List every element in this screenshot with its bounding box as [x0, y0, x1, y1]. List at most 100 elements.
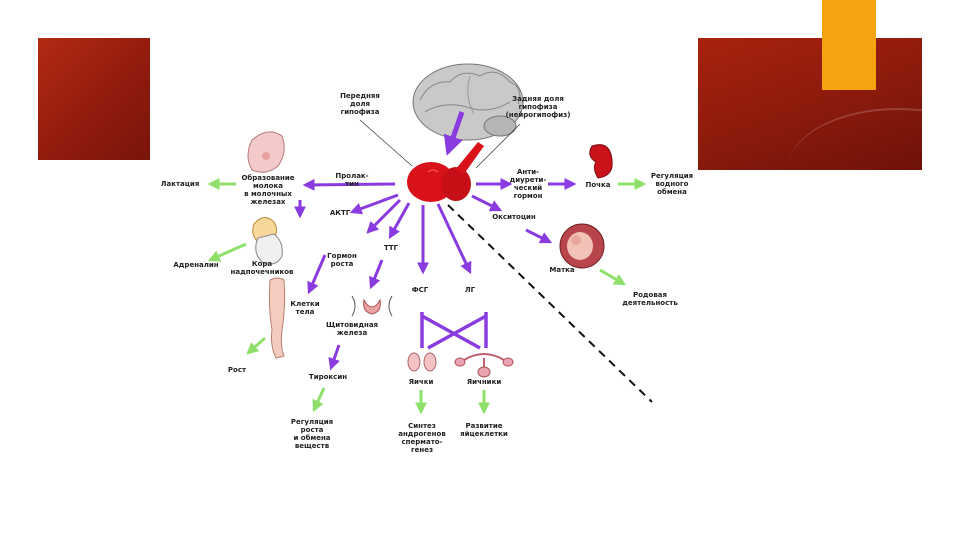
label-line: ФСГ	[412, 286, 429, 294]
label-actg: АКТГ	[330, 209, 351, 217]
growth-arrow	[246, 336, 266, 355]
label-ovaries: Яичники	[467, 378, 502, 386]
label-line: Матка	[549, 266, 574, 274]
label-adrenalin: Адреналин	[173, 261, 218, 269]
breast-icon	[247, 131, 285, 173]
label-line: Задняя доля	[512, 95, 564, 103]
label-line: генез	[411, 446, 433, 454]
gh-cells-arrow	[307, 254, 327, 295]
label-line: обмена	[657, 188, 687, 196]
label-uterus: Матка	[549, 266, 574, 274]
decorative-banner-left	[38, 38, 150, 160]
label-line: диурети-	[510, 176, 547, 184]
ttg-arrow	[388, 202, 411, 240]
label-line: Родовая	[633, 291, 667, 299]
oxytocin-uterus-arrow	[525, 228, 553, 244]
label-line: ЛГ	[465, 286, 476, 294]
label-line: Гормон	[327, 252, 357, 260]
label-line: Окситоцин	[492, 213, 536, 221]
label-line: молока	[253, 182, 283, 190]
label-line: АКТГ	[330, 209, 351, 217]
label-line: железах	[251, 198, 286, 206]
label-line: ТТГ	[384, 244, 399, 252]
lg-arrow	[436, 203, 472, 275]
label-thyroxine: Тироксин	[309, 373, 347, 381]
adrenalin-arrow	[207, 242, 247, 262]
label-line: Регуляция	[291, 418, 333, 426]
label-line: тела	[296, 308, 315, 316]
label-line: Рост	[228, 366, 247, 374]
label-line: Образование	[241, 174, 294, 182]
posterior-pointer	[475, 123, 521, 169]
label-line: веществ	[295, 442, 330, 450]
hypothalamus-arrow	[443, 111, 465, 156]
label-line: ческий	[514, 184, 542, 192]
effect-arrows	[207, 178, 647, 415]
label-line: Почка	[586, 181, 611, 189]
label-line: Анти-	[517, 168, 539, 176]
label-line: тин	[345, 180, 359, 188]
label-line: доля	[350, 100, 370, 108]
label-line: Кора	[252, 260, 273, 268]
thyroid-thyroxine-arrow	[328, 344, 341, 371]
decorative-banner-right	[698, 38, 922, 170]
ttg-thyroid-arrow	[369, 259, 384, 290]
label-lg: ЛГ	[465, 286, 476, 294]
label-fsg: ФСГ	[412, 286, 429, 294]
label-line: Пролак-	[335, 172, 368, 180]
label-growth: Рост	[228, 366, 247, 374]
label-line: Регуляция	[651, 172, 693, 180]
label-line: Лактация	[161, 180, 200, 188]
label-kidney: Почка	[586, 181, 611, 189]
label-line: Клетки	[290, 300, 319, 308]
dashed-divider	[447, 204, 653, 403]
label-line: роста	[331, 260, 354, 268]
label-line: Адреналин	[173, 261, 218, 269]
brain-icon	[412, 63, 524, 141]
hormone-arrows	[294, 178, 577, 371]
testes-icon	[407, 352, 437, 372]
uterus-fetus-icon	[559, 223, 605, 269]
label-line: Развитие	[466, 422, 503, 430]
kidney-icon	[589, 144, 613, 179]
label-line: гипофиза	[341, 108, 380, 116]
label-line: Передняя	[340, 92, 380, 100]
banner-swoosh	[788, 108, 922, 170]
label-oxytocin: Окситоцин	[492, 213, 536, 221]
accent-bar	[822, 0, 876, 90]
actg-arrow	[349, 193, 399, 215]
pituitary-gland-icon	[407, 142, 484, 202]
label-line: спермато-	[402, 438, 443, 446]
label-line: роста	[301, 426, 324, 434]
label-testes: Яички	[409, 378, 434, 386]
label-prolactin: Пролак-тин	[335, 172, 368, 188]
label-line: (нейрогипофиз)	[506, 111, 571, 119]
growth-hormone-arrow	[366, 198, 402, 234]
label-line: Яичники	[467, 378, 502, 386]
label-line: Тироксин	[309, 373, 347, 381]
adrenal-icon	[252, 217, 283, 265]
oxytocin-arrow	[471, 194, 503, 212]
label-line: андрогенов	[398, 430, 446, 438]
metabolism-arrow	[312, 387, 326, 413]
label-line: надпочечников	[231, 268, 295, 276]
prolactin-arrow	[302, 178, 396, 191]
label-line: в молочных	[244, 190, 292, 198]
labor-arrow	[599, 268, 627, 286]
label-line: гипофиза	[519, 103, 558, 111]
label-line: водного	[655, 180, 688, 188]
